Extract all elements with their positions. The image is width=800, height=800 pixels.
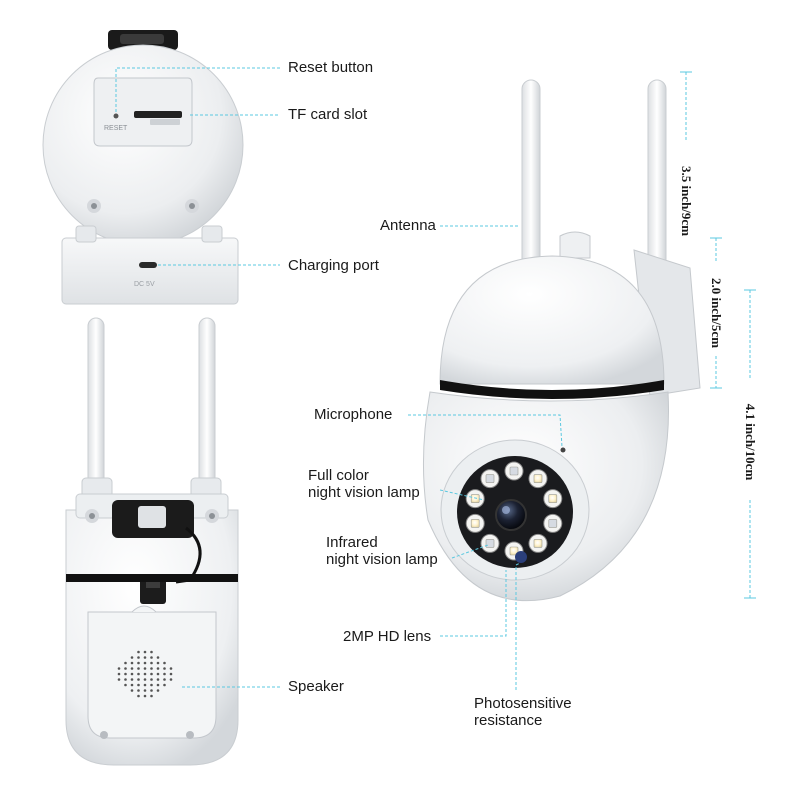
speaker-hole [137, 672, 140, 676]
speaker-hole [143, 694, 147, 698]
rear-view-camera: RESET DC 5V [42, 30, 244, 305]
speaker-hole [137, 650, 140, 654]
speaker-hole [156, 667, 160, 670]
speaker-hole [137, 678, 140, 681]
back-view-camera [65, 317, 239, 766]
speaker-hole [143, 661, 147, 665]
speaker-hole [150, 656, 153, 659]
label-microphone: Microphone [314, 406, 393, 423]
speaker-hole [163, 667, 166, 670]
white-led [470, 519, 480, 528]
speaker-hole [169, 667, 173, 670]
speaker-hole [117, 672, 121, 676]
speaker-hole [163, 672, 166, 676]
speaker-hole [150, 672, 153, 676]
front-view-camera [422, 79, 701, 602]
speaker-hole [143, 672, 147, 676]
dimension-body-height: 4.1 inch/10cm [743, 403, 758, 481]
speaker-hole [150, 667, 153, 670]
speaker-hole [124, 683, 127, 687]
speaker-hole [150, 650, 153, 654]
label-infrared-line1: Infrared [326, 534, 378, 551]
speaker-hole [156, 683, 160, 687]
speaker-hole [163, 683, 166, 687]
label-antenna: Antenna [380, 217, 436, 234]
infrared-led [548, 519, 558, 528]
dc-marking: DC 5V [134, 281, 155, 288]
label-tf-card-slot: TF card slot [288, 106, 368, 123]
speaker-hole [150, 689, 153, 692]
speaker-hole [137, 667, 140, 670]
speaker-hole [130, 689, 134, 692]
speaker-hole [137, 694, 140, 698]
speaker-hole [150, 678, 153, 681]
speaker-hole [150, 683, 153, 687]
infrared-led [485, 539, 495, 548]
speaker-hole [124, 667, 127, 670]
speaker-hole [130, 656, 134, 659]
speaker-hole [143, 689, 147, 692]
speaker-hole [124, 678, 127, 681]
dimension-dome-height: 2.0 inch/5cm [709, 277, 724, 349]
speaker-hole [156, 672, 160, 676]
speaker-hole [156, 678, 160, 681]
speaker-hole [117, 667, 121, 670]
speaker-hole [143, 667, 147, 670]
reset-marking: RESET [104, 125, 128, 132]
label-photosensitive-line2: resistance [474, 712, 543, 729]
speaker-hole [143, 678, 147, 681]
speaker-hole [137, 656, 140, 659]
white-led [533, 474, 543, 483]
speaker-hole [150, 694, 153, 698]
label-charging-port: Charging port [288, 257, 379, 274]
speaker-hole [130, 678, 134, 681]
speaker-hole [124, 661, 127, 665]
speaker-hole [169, 672, 173, 676]
leader-lines [115, 67, 751, 690]
speaker-hole [130, 667, 134, 670]
white-led [548, 494, 558, 503]
speaker-hole [130, 672, 134, 676]
speaker-grille [117, 650, 173, 698]
speaker-hole [117, 678, 121, 681]
label-infrared-line2: night vision lamp [326, 551, 438, 568]
dimension-antenna-height: 3.5 inch/9cm [679, 165, 694, 237]
speaker-hole [137, 661, 140, 665]
speaker-hole [137, 683, 140, 687]
night-vision-lamp-ring [465, 461, 563, 561]
label-speaker: Speaker [288, 678, 344, 695]
speaker-hole [169, 678, 173, 681]
label-lens: 2MP HD lens [343, 628, 432, 645]
speaker-hole [143, 683, 147, 687]
label-photosensitive-line1: Photosensitive [474, 695, 572, 712]
white-led [509, 546, 519, 556]
speaker-hole [156, 656, 160, 659]
white-led [533, 539, 543, 548]
speaker-hole [163, 661, 166, 665]
speaker-hole [137, 689, 140, 692]
speaker-hole [124, 672, 127, 676]
white-led [470, 494, 480, 503]
speaker-hole [156, 689, 160, 692]
infrared-led [509, 466, 519, 476]
label-full-color-line1: Full color [308, 467, 369, 484]
speaker-hole [130, 683, 134, 687]
speaker-hole [163, 678, 166, 681]
speaker-hole [130, 661, 134, 665]
speaker-hole [143, 656, 147, 659]
label-full-color-line2: night vision lamp [308, 484, 420, 501]
dimension-ticks [680, 71, 756, 599]
speaker-hole [156, 661, 160, 665]
speaker-hole [150, 661, 153, 665]
label-reset-button: Reset button [288, 59, 374, 76]
speaker-hole [143, 650, 147, 654]
infrared-led [485, 474, 495, 483]
